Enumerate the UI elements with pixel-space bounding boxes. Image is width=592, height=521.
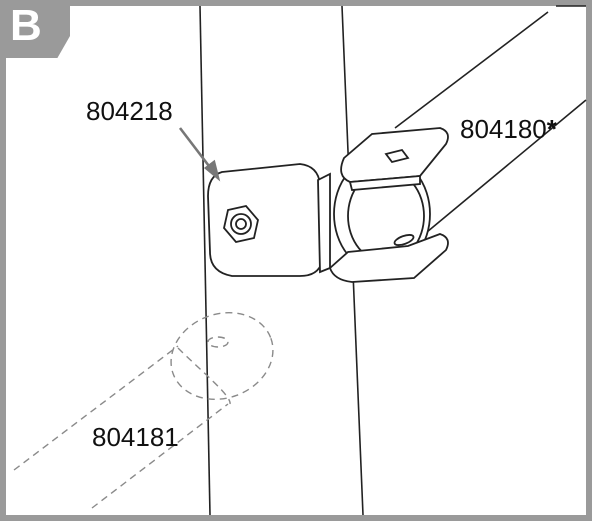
dashed-tube — [13, 312, 274, 509]
clamp-bracket — [207, 163, 331, 277]
bottom-flange — [328, 233, 449, 283]
leader-arrow-804218 — [178, 127, 221, 182]
callout-804181: 804181 — [92, 422, 179, 452]
top-flange — [340, 127, 449, 191]
callout-804180-asterisk: * — [546, 114, 557, 144]
panel-letter: B — [10, 1, 42, 50]
callout-804180: 804180* — [460, 116, 557, 142]
panel-corner-tab: B — [0, 0, 70, 58]
callout-804218: 804218 — [86, 96, 173, 126]
callout-804180-number: 804180 — [460, 114, 547, 144]
arm-tube — [394, 5, 587, 233]
